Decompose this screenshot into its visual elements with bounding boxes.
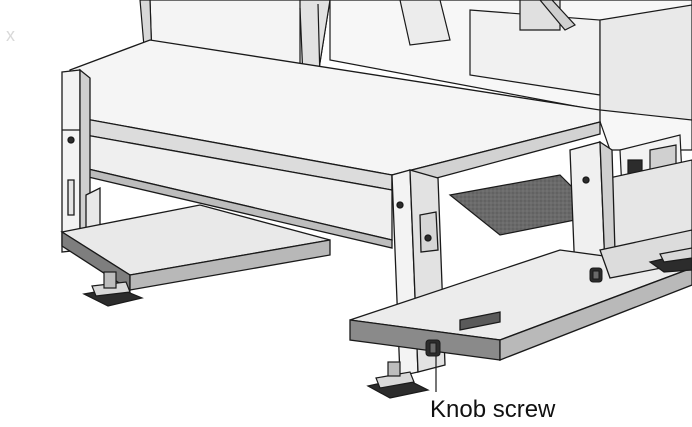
base-beams (60, 204, 692, 361)
foot-left (82, 271, 144, 307)
foot-right (648, 247, 692, 273)
leveling-feet (82, 247, 692, 399)
knob-screw-label: Knob screw (430, 396, 556, 423)
stand-frame (61, 39, 617, 377)
knob-screws (425, 267, 603, 357)
foot-middle (366, 361, 430, 399)
knob-screw-front (425, 339, 441, 357)
corner-mark: x (6, 25, 15, 45)
knob-screw-rear (589, 267, 603, 283)
